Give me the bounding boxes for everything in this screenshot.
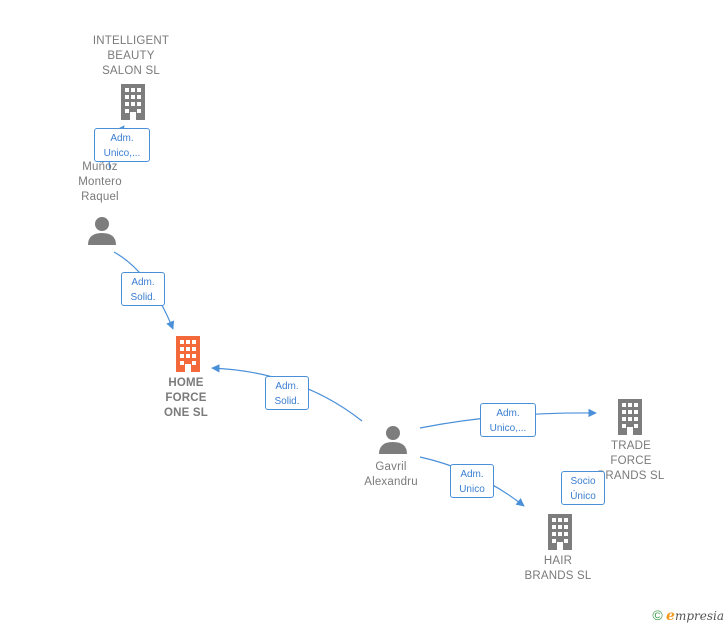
node-label-gavril[interactable]: Gavril Alexandru bbox=[364, 461, 418, 488]
edge-label-munoz-intelligent-beauty[interactable]: Adm. Unico,... bbox=[94, 128, 150, 162]
node-label-trade-force[interactable]: TRADE FORCE BRANDS SL bbox=[597, 440, 665, 482]
building-icon[interactable] bbox=[117, 84, 149, 120]
edge-label-gavril-trade-force[interactable]: Adm. Unico,... bbox=[480, 403, 536, 437]
node-label-intelligent-beauty[interactable]: INTELLIGENT BEAUTY SALON SL bbox=[92, 35, 170, 77]
edge-label-socio-unico[interactable]: Socio Único bbox=[561, 471, 605, 505]
copyright-icon: © bbox=[652, 607, 663, 623]
building-icon[interactable] bbox=[172, 336, 204, 372]
edge-label-munoz-home-force[interactable]: Adm. Solid. bbox=[121, 272, 165, 306]
person-icon[interactable] bbox=[87, 216, 117, 246]
building-icon[interactable] bbox=[544, 514, 576, 550]
person-icon[interactable] bbox=[378, 425, 408, 455]
node-label-home-force[interactable]: HOME FORCE ONE SL bbox=[163, 377, 208, 419]
brand-e: e bbox=[666, 608, 675, 624]
edge-label-gavril-home-force[interactable]: Adm. Solid. bbox=[265, 376, 309, 410]
building-icon[interactable] bbox=[614, 399, 646, 435]
brand-rest: mpresia bbox=[674, 609, 724, 623]
edge-label-gavril-hair-brands[interactable]: Adm. Unico bbox=[450, 464, 494, 498]
brand-logo: © empresia bbox=[652, 607, 724, 624]
node-label-munoz[interactable]: Muñoz Montero Raquel bbox=[78, 161, 122, 203]
node-label-hair-brands[interactable]: HAIR BRANDS SL bbox=[524, 555, 592, 582]
